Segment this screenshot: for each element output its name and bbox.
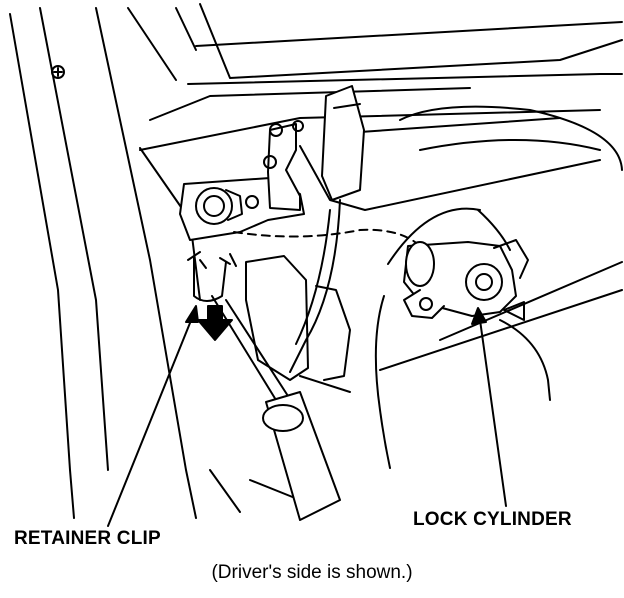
retainer-leader-arrowhead: [185, 305, 199, 323]
screw: [51, 65, 65, 79]
lock-leader-arrowhead: [471, 307, 487, 325]
lock-cylinder-label: LOCK CYLINDER: [413, 509, 572, 530]
door-handle-connector: [245, 85, 365, 393]
door-frame: [9, 3, 623, 519]
screwdriver: [211, 295, 341, 521]
latch-mechanism: [179, 120, 305, 241]
retainer-clip-label: RETAINER CLIP: [14, 528, 161, 549]
lock-leader-line: [479, 319, 507, 507]
figure-caption: (Driver's side is shown.): [211, 562, 413, 583]
lock-cable: [374, 207, 623, 469]
retainer-leader-line: [107, 317, 193, 527]
retainer-clip-part: [187, 251, 237, 302]
linkage-dashed-line: [233, 228, 421, 247]
removal-arrow: [197, 305, 233, 341]
lock-cylinder-part: [403, 239, 529, 319]
